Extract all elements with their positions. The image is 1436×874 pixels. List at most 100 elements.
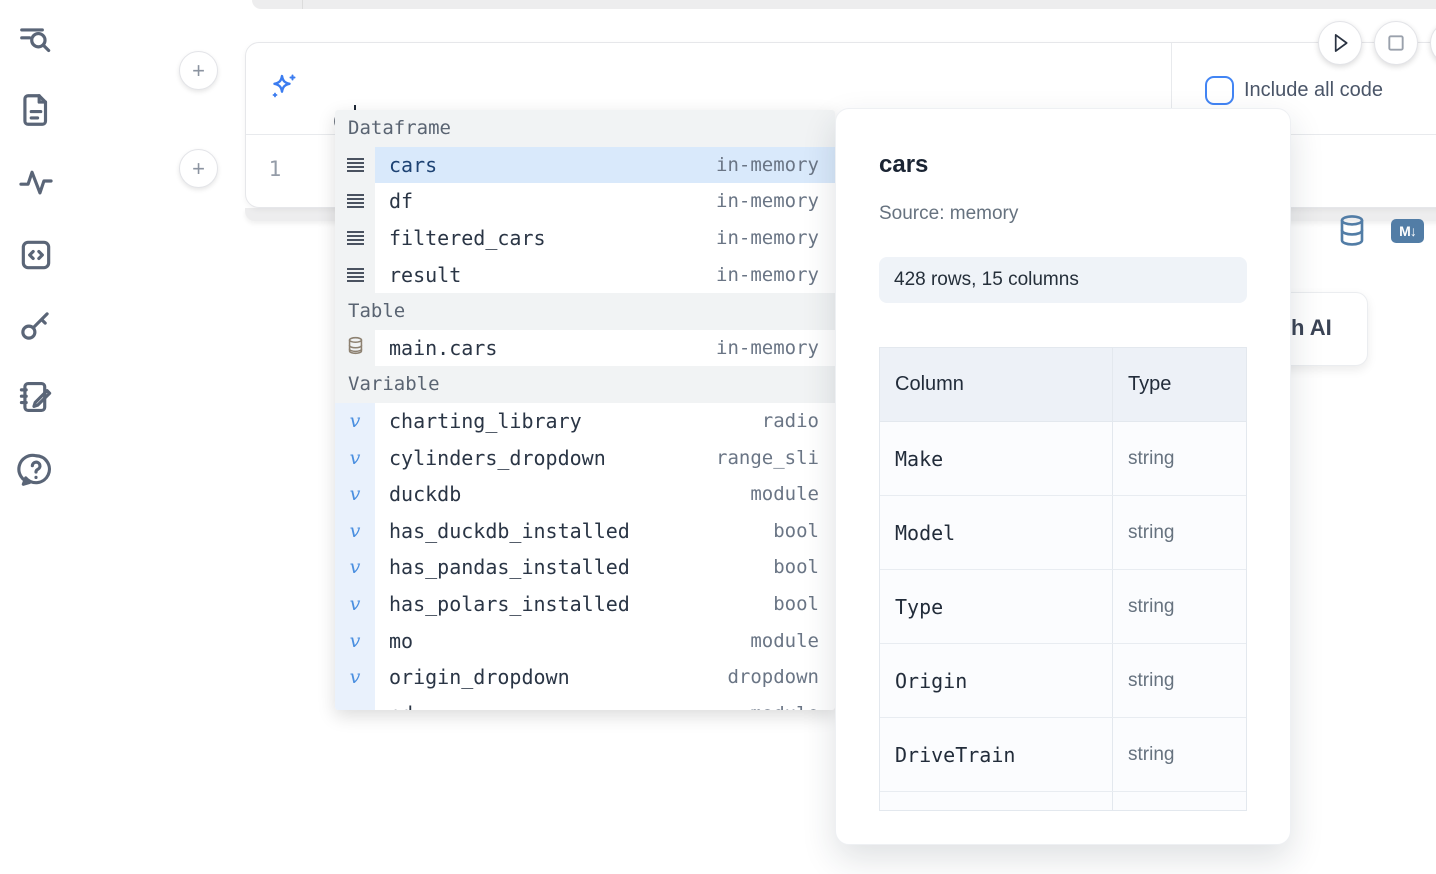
activity-icon[interactable] bbox=[17, 162, 55, 200]
item-name: main.cars bbox=[389, 335, 498, 360]
autocomplete-item[interactable]: v has_duckdb_installed bool bbox=[335, 512, 835, 550]
column-type: string bbox=[1128, 521, 1175, 543]
item-type-tag: module bbox=[750, 629, 819, 652]
column-type: string bbox=[1128, 595, 1175, 617]
database-icon[interactable] bbox=[1337, 213, 1367, 249]
previous-cell-footer-strip bbox=[252, 0, 1436, 9]
autocomplete-item[interactable]: main.cars in-memory bbox=[335, 329, 835, 367]
autocomplete-item[interactable]: df in-memory bbox=[335, 183, 835, 220]
variable-icon: v bbox=[335, 622, 375, 659]
run-button[interactable] bbox=[1318, 21, 1362, 65]
preview-title: cars bbox=[879, 151, 929, 178]
schema-table-header: Column Type bbox=[880, 348, 1246, 422]
item-type-tag: in-memory bbox=[716, 263, 819, 286]
schema-table-row: Model string bbox=[880, 496, 1246, 570]
item-name: df bbox=[389, 189, 414, 214]
schema-table-row: Type string bbox=[880, 570, 1246, 644]
column-name: Make bbox=[895, 446, 944, 471]
markdown-convert-icon[interactable]: M↓ bbox=[1391, 219, 1424, 243]
item-name: charting_library bbox=[389, 409, 582, 434]
code-editor-row[interactable]: 1 M↓ bbox=[246, 135, 1436, 246]
variable-icon: v bbox=[335, 549, 375, 586]
dataframe-lines-icon bbox=[335, 256, 375, 293]
file-icon[interactable] bbox=[17, 91, 55, 129]
variable-icon: v bbox=[335, 585, 375, 623]
item-name: cylinders_dropdown bbox=[389, 445, 606, 470]
item-name: filtered_cars bbox=[389, 226, 546, 251]
preview-source: Source: memory bbox=[879, 203, 1019, 224]
file-search-icon[interactable] bbox=[17, 22, 55, 60]
variable-icon: v bbox=[335, 402, 375, 440]
column-name: Type bbox=[895, 594, 944, 619]
column-header: Column bbox=[895, 373, 964, 395]
add-cell-above-button[interactable]: + bbox=[179, 51, 218, 90]
item-name: origin_dropdown bbox=[389, 665, 570, 690]
column-type: string bbox=[1128, 669, 1175, 691]
column-name: DriveTrain bbox=[895, 742, 1016, 767]
schema-table-row bbox=[880, 792, 1246, 810]
prompt-divider bbox=[1171, 43, 1172, 134]
autocomplete-section-header: Table bbox=[335, 292, 835, 330]
autocomplete-item[interactable]: v charting_library radio bbox=[335, 402, 835, 440]
column-type: string bbox=[1128, 743, 1175, 765]
variable-icon: v bbox=[335, 512, 375, 550]
ai-sparkle-icon bbox=[268, 71, 300, 103]
autocomplete-item[interactable]: filtered_cars in-memory bbox=[335, 219, 835, 257]
ai-card-label: h AI bbox=[1291, 315, 1332, 340]
include-all-code-label: Include all code bbox=[1244, 79, 1383, 101]
item-type-tag: dropdown bbox=[727, 666, 819, 689]
add-cell-below-button[interactable]: + bbox=[179, 149, 218, 188]
schema-table-row: Origin string bbox=[880, 644, 1246, 718]
help-icon[interactable] bbox=[17, 451, 55, 489]
key-icon[interactable] bbox=[17, 306, 55, 344]
item-type-tag: range_sli bbox=[716, 446, 819, 469]
item-type-tag: module bbox=[750, 703, 819, 710]
schema-table-row: DriveTrain string bbox=[880, 718, 1246, 792]
preview-shape-badge: 428 rows, 15 columns bbox=[879, 257, 1247, 303]
item-type-tag: in-memory bbox=[716, 336, 819, 359]
include-all-code-checkbox[interactable] bbox=[1205, 76, 1234, 105]
variable-icon: v bbox=[335, 695, 375, 710]
column-name: Origin bbox=[895, 668, 968, 693]
autocomplete-item[interactable]: v has_pandas_installed bool bbox=[335, 549, 835, 586]
item-name: has_duckdb_installed bbox=[389, 518, 630, 543]
item-type-tag: bool bbox=[773, 519, 819, 542]
snippets-icon[interactable] bbox=[17, 236, 55, 274]
item-type-tag: bool bbox=[773, 556, 819, 579]
item-name: mo bbox=[389, 628, 414, 653]
item-type-tag: bool bbox=[773, 593, 819, 616]
variable-icon: v bbox=[335, 475, 375, 513]
dataframe-preview-popover: cars Source: memory 428 rows, 15 columns… bbox=[835, 108, 1291, 845]
autocomplete-item[interactable]: v pd module bbox=[335, 695, 835, 710]
item-name: duckdb bbox=[389, 482, 462, 507]
item-name: pd bbox=[389, 702, 413, 710]
autocomplete-item[interactable]: v origin_dropdown dropdown bbox=[335, 658, 835, 696]
item-name: cars bbox=[389, 152, 438, 177]
autocomplete-item[interactable]: v cylinders_dropdown range_sli bbox=[335, 439, 835, 476]
autocomplete-item[interactable]: v has_polars_installed bool bbox=[335, 585, 835, 623]
sidebar bbox=[0, 0, 70, 874]
dataframe-lines-icon bbox=[335, 146, 375, 184]
stop-button[interactable] bbox=[1374, 21, 1418, 65]
item-type-tag: in-memory bbox=[716, 190, 819, 213]
line-number: 1 bbox=[268, 157, 282, 181]
item-name: has_pandas_installed bbox=[389, 555, 630, 580]
dataframe-lines-icon bbox=[335, 219, 375, 257]
strip-divider bbox=[302, 0, 303, 9]
table-database-icon bbox=[335, 329, 375, 367]
item-name: has_polars_installed bbox=[389, 592, 630, 617]
autocomplete-section-header: Variable bbox=[335, 366, 835, 403]
variable-icon: v bbox=[335, 658, 375, 696]
column-name: Model bbox=[895, 520, 956, 545]
scratchpad-icon[interactable] bbox=[17, 378, 55, 416]
item-type-tag: radio bbox=[761, 410, 819, 433]
variable-icon: v bbox=[335, 439, 375, 476]
item-type-tag: in-memory bbox=[716, 227, 819, 250]
